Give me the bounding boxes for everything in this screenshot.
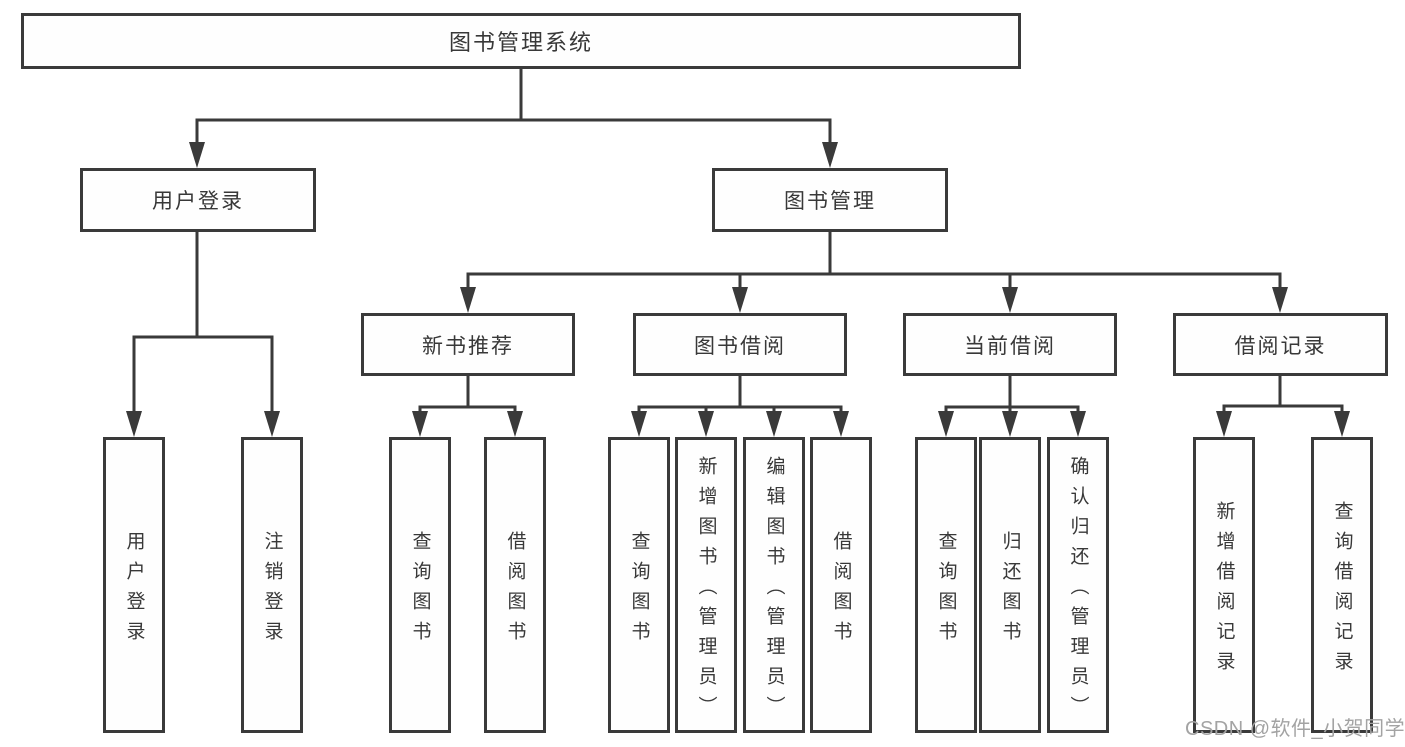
leaf-add-book-admin-label: 新增图书（管理员） [695,455,717,726]
csdn-watermark: CSDN @软件_小贺同学 [1185,718,1405,740]
leaf-return-book: 归还图书 [979,437,1041,733]
arrow-down-icon [631,411,647,437]
node-library-system: 图书管理系统 [21,13,1021,69]
arrow-down-icon [766,411,782,437]
arrow-down-icon [732,287,748,313]
leaf-borrow-book: 借阅图书 [810,437,872,733]
leaf-query-books-current: 查询图书 [915,437,977,733]
connector-bookmgmt-to-level3 [466,232,1282,292]
node-borrow-records: 借阅记录 [1173,313,1388,376]
leaf-confirm-return-admin-label: 确认归还（管理员） [1067,455,1089,726]
arrow-down-icon [698,411,714,437]
node-new-book-recommend-label: 新书推荐 [422,334,514,358]
leaf-add-borrow-record-label: 新增借阅记录 [1213,500,1235,681]
leaf-borrow-books-recommend-label: 借阅图书 [504,530,526,651]
leaf-query-books-recommend-label: 查询图书 [409,530,431,651]
leaf-query-books-borrow-label: 查询图书 [628,530,650,651]
leaf-logout: 注销登录 [241,437,303,733]
connector-newbook-to-leaves [418,376,517,416]
connector-bookborrow-to-leaves [637,376,843,416]
leaf-query-borrow-record: 查询借阅记录 [1311,437,1373,733]
arrow-down-icon [189,142,205,168]
node-current-borrow-label: 当前借阅 [964,334,1056,358]
leaf-query-borrow-record-label: 查询借阅记录 [1331,500,1353,681]
leaf-add-book-admin: 新增图书（管理员） [675,437,737,733]
connector-currentborrow-to-leaves [944,376,1080,416]
arrow-down-icon [822,142,838,168]
arrow-down-icon [1334,411,1350,437]
arrow-down-icon [412,411,428,437]
leaf-edit-book-admin-label: 编辑图书（管理员） [763,455,785,726]
node-book-management-label: 图书管理 [784,190,876,213]
leaf-add-borrow-record: 新增借阅记录 [1193,437,1255,733]
leaf-confirm-return-admin: 确认归还（管理员） [1047,437,1109,733]
node-borrow-records-label: 借阅记录 [1234,334,1327,358]
arrow-down-icon [460,287,476,313]
node-new-book-recommend: 新书推荐 [361,313,575,376]
leaf-query-books-borrow: 查询图书 [608,437,670,733]
connector-userlogin-to-leaves [132,232,274,414]
arrow-down-icon [1272,287,1288,313]
leaf-borrow-book-label: 借阅图书 [830,530,852,651]
leaf-logout-label: 注销登录 [261,530,283,651]
leaf-query-books-current-label: 查询图书 [935,530,957,651]
node-book-borrow-label: 图书借阅 [694,334,786,358]
node-current-borrow: 当前借阅 [903,313,1117,376]
arrow-down-icon [264,411,280,437]
leaf-edit-book-admin: 编辑图书（管理员） [743,437,805,733]
arrow-down-icon [1002,411,1018,437]
leaf-borrow-books-recommend: 借阅图书 [484,437,546,733]
connector-root-to-level2 [195,69,832,146]
node-book-borrow: 图书借阅 [633,313,847,376]
leaf-user-login: 用户登录 [103,437,165,733]
arrow-down-icon [833,411,849,437]
arrow-down-icon [1002,287,1018,313]
node-user-login: 用户登录 [80,168,316,232]
connector-borrowrecord-to-leaves [1222,376,1344,416]
arrow-down-icon [1216,411,1232,437]
node-user-login-label: 用户登录 [152,190,244,213]
arrow-down-icon [507,411,523,437]
arrow-down-icon [126,411,142,437]
leaf-return-book-label: 归还图书 [999,530,1021,651]
arrow-down-icon [1070,411,1086,437]
leaf-query-books-recommend: 查询图书 [389,437,451,733]
arrow-down-icon [938,411,954,437]
leaf-user-login-label: 用户登录 [123,530,145,651]
node-library-system-label: 图书管理系统 [448,30,593,55]
node-book-management: 图书管理 [712,168,948,232]
